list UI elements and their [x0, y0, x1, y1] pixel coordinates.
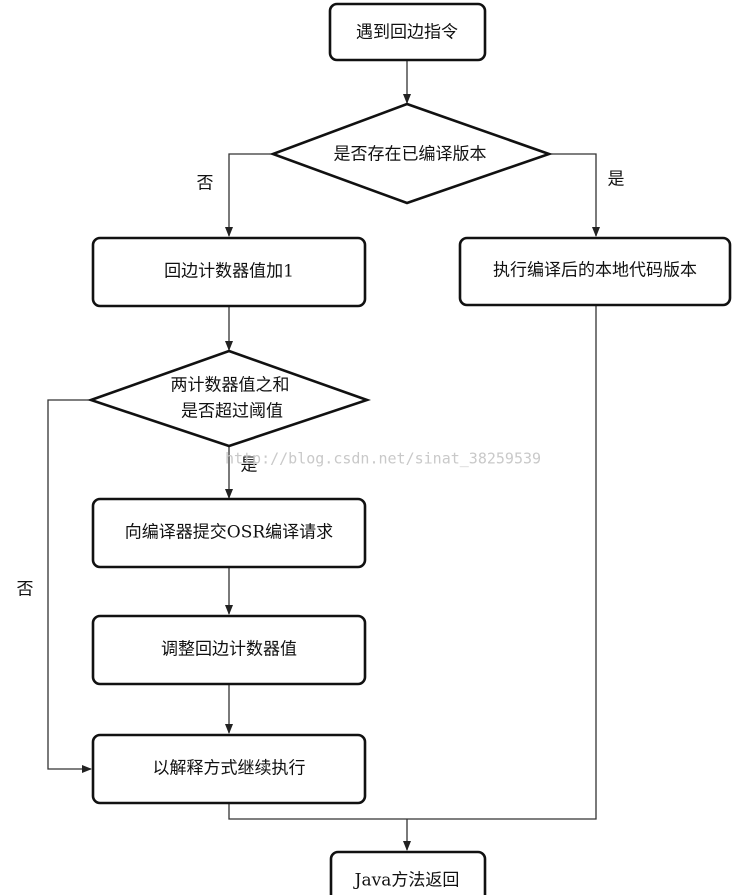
compiled-version-decision-label: 是否存在已编译版本	[334, 145, 487, 165]
run-native-node: 执行编译后的本地代码版本	[458, 236, 732, 307]
edge-no-compiled	[225, 153, 273, 237]
increment-counter-label: 回边计数器值加1	[164, 262, 294, 282]
run-native-label: 执行编译后的本地代码版本	[493, 261, 697, 281]
adjust-counter-label: 调整回边计数器值	[161, 640, 297, 660]
threshold-decision-label-line1: 两计数器值之和	[171, 376, 290, 396]
interpret-label: 以解释方式继续执行	[153, 759, 306, 779]
start-node: 遇到回边指令	[328, 2, 487, 62]
threshold-decision-label-line2: 是否超过阈值	[181, 402, 283, 422]
threshold-decision: 两计数器值之和 是否超过阈值	[87, 349, 371, 448]
start-node-label: 遇到回边指令	[356, 23, 458, 43]
edge-interpret-merge	[228, 804, 407, 820]
edge-label-no-compiled: 否	[197, 174, 214, 194]
end-node: Java方法返回	[329, 850, 487, 895]
interpret-node: 以解释方式继续执行	[91, 733, 367, 805]
edge-yes-compiled	[549, 153, 600, 237]
increment-counter-node: 回边计数器值加1	[91, 236, 367, 308]
edge-no-threshold	[47, 399, 92, 773]
edge-native-merge	[407, 305, 597, 820]
submit-osr-label: 向编译器提交OSR编译请求	[125, 523, 333, 543]
submit-osr-node: 向编译器提交OSR编译请求	[91, 497, 367, 569]
watermark-url: http://blog.csdn.net/sinat_38259539	[225, 450, 541, 468]
edge-label-no-threshold: 否	[17, 580, 34, 600]
end-node-label: Java方法返回	[353, 871, 460, 891]
edge-label-yes-threshold: 是	[241, 456, 258, 476]
compiled-version-decision: 是否存在已编译版本	[269, 102, 553, 205]
adjust-counter-node: 调整回边计数器值	[91, 614, 367, 686]
edge-label-yes-compiled: 是	[608, 170, 625, 190]
